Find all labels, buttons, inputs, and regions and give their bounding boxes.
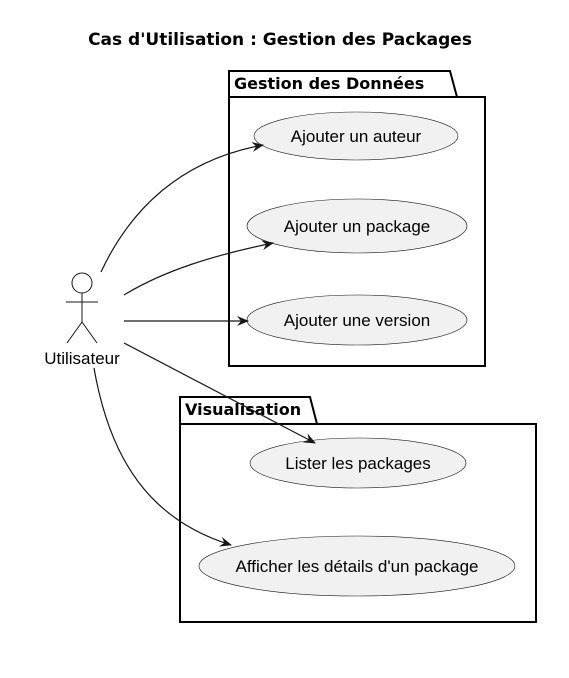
use-case-label: Ajouter un auteur — [291, 127, 422, 146]
association-arrow — [93, 367, 232, 547]
use-case-ellipse — [253, 111, 459, 161]
diagram-title: Cas d'Utilisation : Gestion des Packages — [88, 30, 472, 50]
stick-figure-actor-icon — [66, 272, 98, 344]
use-case-label: Lister les packages — [285, 454, 431, 473]
actor-label: Utilisateur — [44, 349, 120, 368]
use-case-ajouter-un-auteur: Ajouter un auteur — [253, 111, 459, 161]
use-case-ellipse — [198, 535, 516, 597]
associations — [93, 142, 316, 547]
use-case-ellipse — [246, 198, 468, 254]
actor-utilisateur: Utilisateur — [44, 272, 120, 368]
association-arrow — [100, 142, 264, 273]
use-case-label: Ajouter un package — [284, 217, 431, 236]
association-arrow — [123, 240, 274, 296]
use-case-lister-les-packages: Lister les packages — [249, 437, 467, 489]
use-case-ellipse — [249, 437, 467, 489]
association-arrow — [123, 342, 316, 444]
use-case-label: Ajouter une version — [284, 311, 430, 330]
use-case-afficher-les-details: Afficher les détails d'un package — [198, 535, 516, 597]
use-case-ajouter-un-package: Ajouter un package — [246, 198, 468, 254]
package-label: Gestion des Données — [234, 74, 424, 93]
use-case-label: Afficher les détails d'un package — [236, 557, 479, 576]
use-case-ajouter-une-version: Ajouter une version — [246, 294, 468, 346]
package-label: Visualisation — [185, 400, 301, 419]
